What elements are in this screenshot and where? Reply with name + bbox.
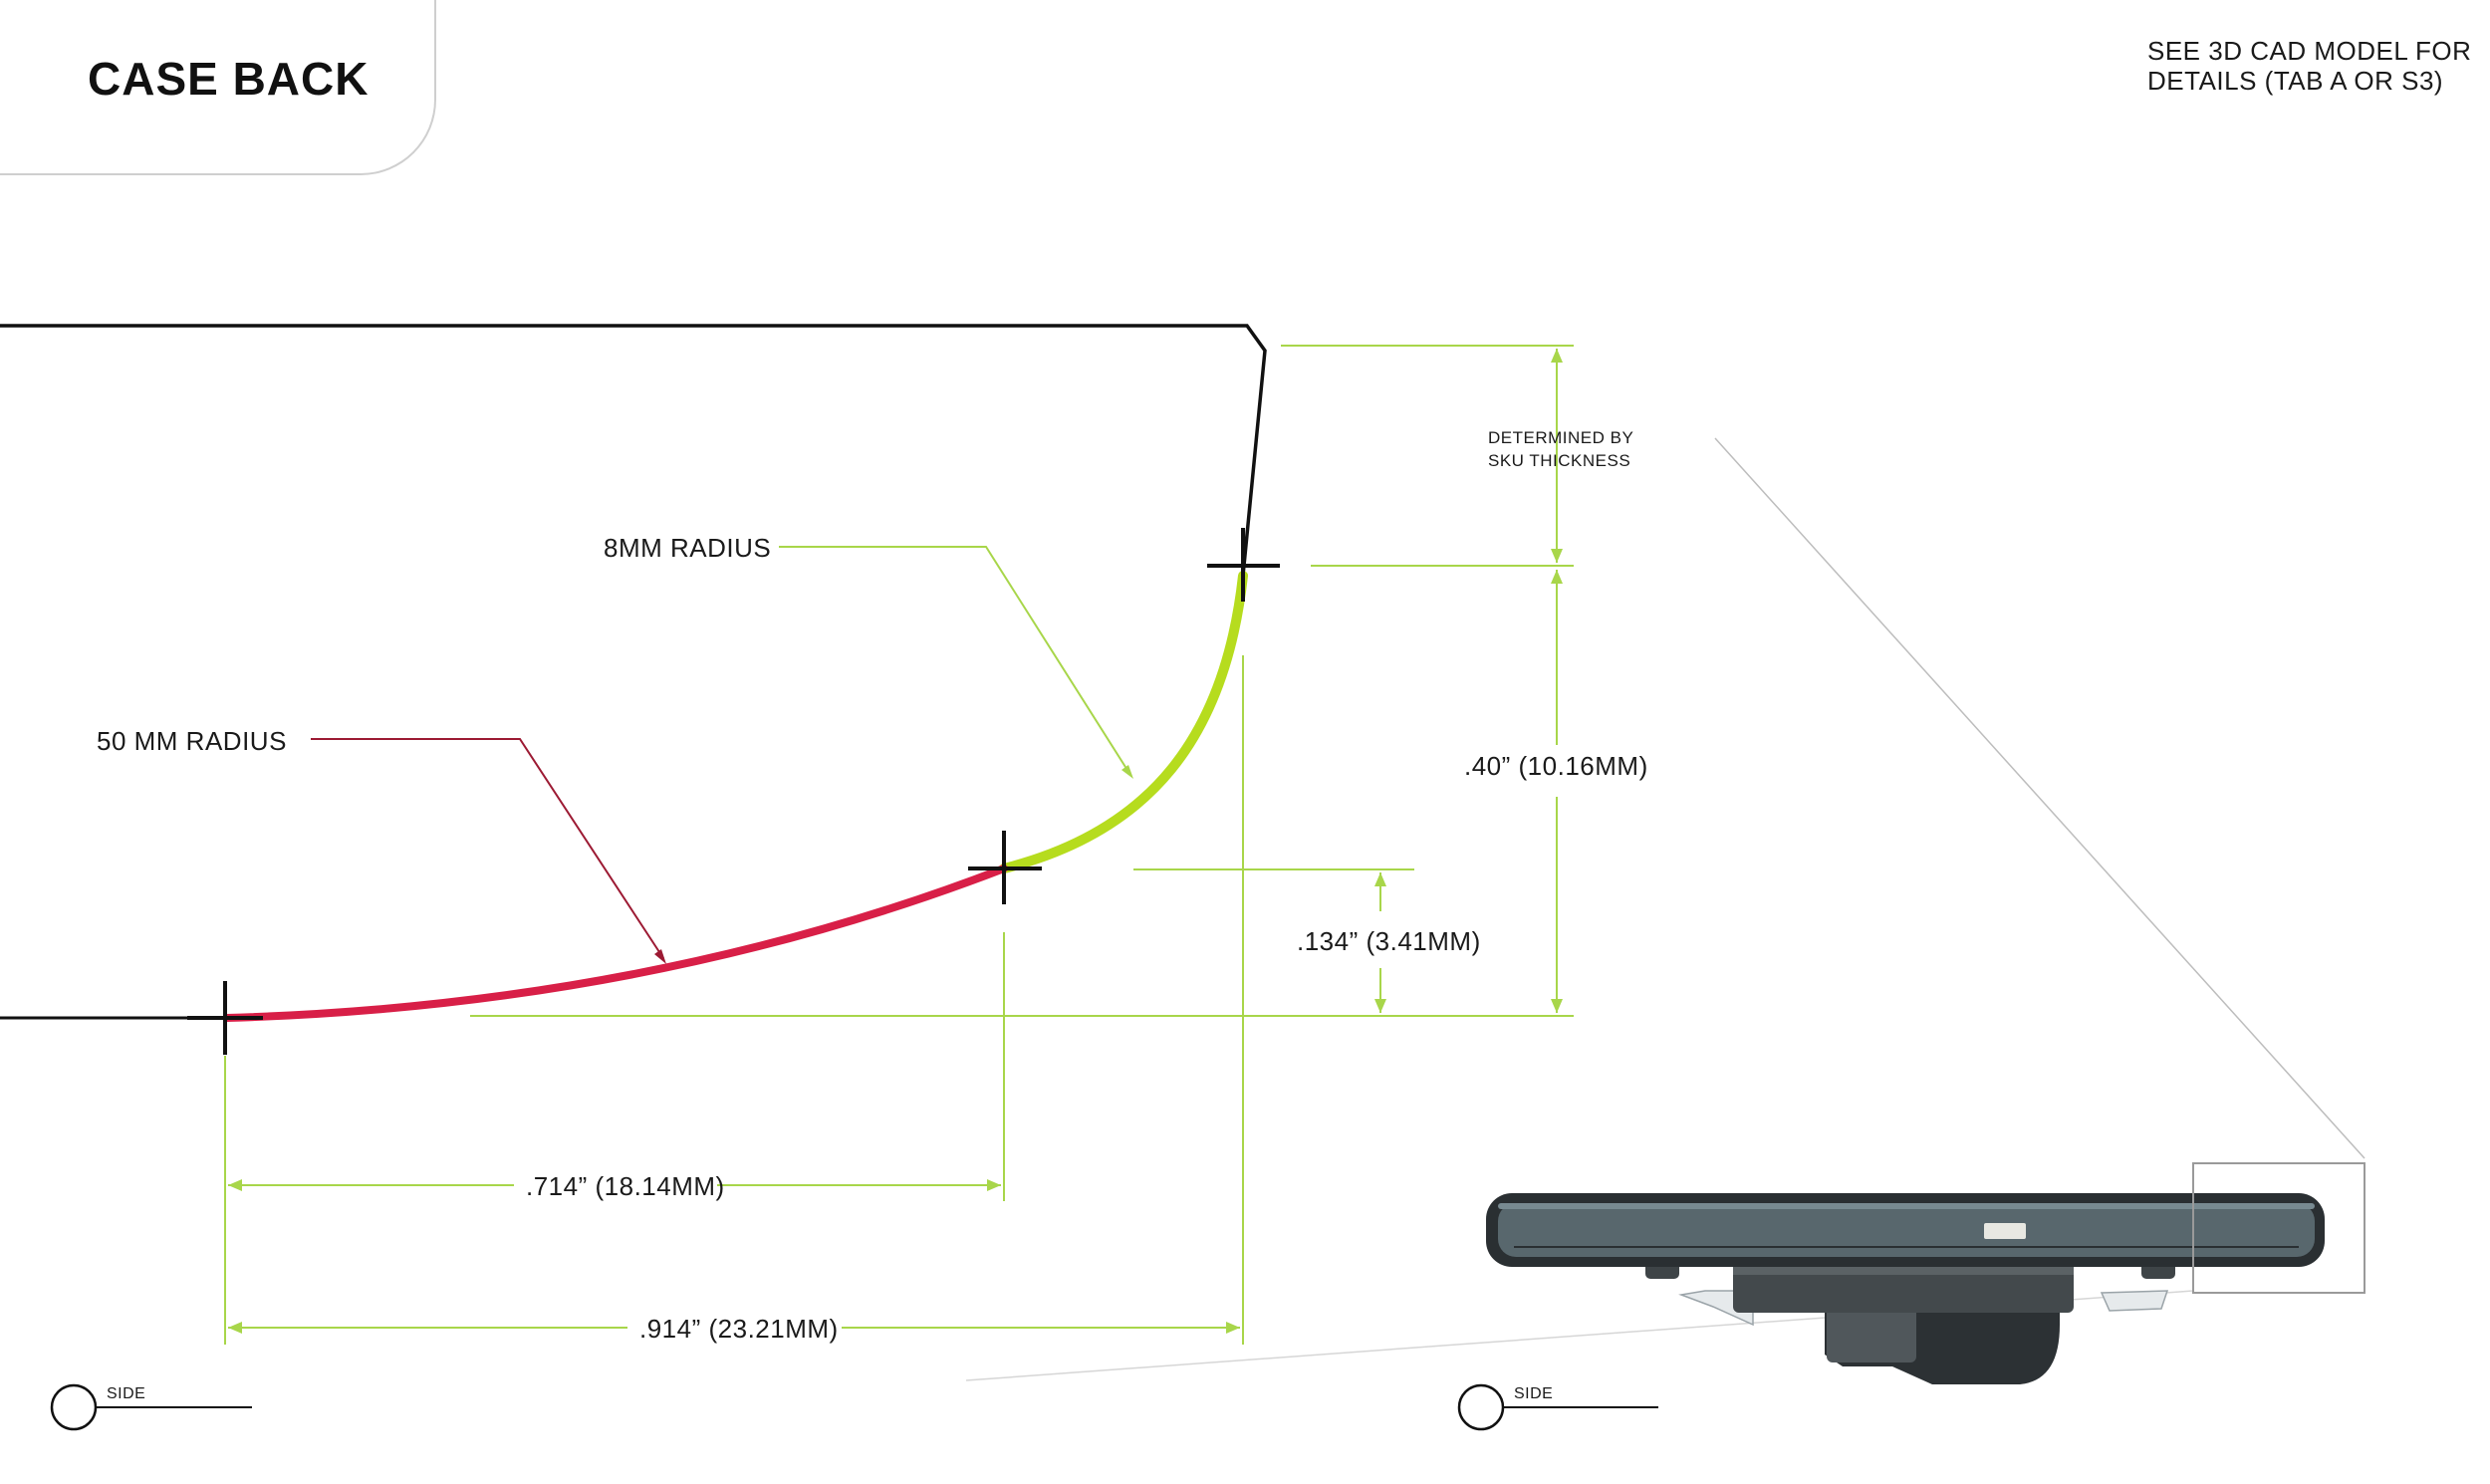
view-tag-left bbox=[50, 1383, 252, 1431]
title-tab bbox=[0, 0, 436, 175]
large-radius-arc bbox=[223, 865, 1008, 1022]
dim-width-inner bbox=[228, 1179, 1001, 1191]
small-radius-leader-arrow bbox=[1121, 765, 1133, 779]
tangent-point-marker-bottom bbox=[187, 981, 263, 1055]
dim-height-mid-label: .134” (3.41MM) bbox=[1297, 926, 1481, 956]
view-label-right: SIDE bbox=[1514, 1385, 1554, 1402]
small-radius-label: 8MM RADIUS bbox=[604, 533, 772, 563]
dim-height-mid bbox=[1374, 872, 1386, 1013]
dim-width-outer bbox=[228, 1322, 1240, 1334]
sku-thickness-label: DETERMINED BY SKU THICKNESS bbox=[1488, 426, 1633, 472]
sku-thickness-label-line-1: DETERMINED BY bbox=[1488, 428, 1634, 447]
dim-height-total bbox=[1551, 570, 1563, 1013]
tangent-point-marker-top bbox=[1207, 528, 1280, 602]
cad-note: SEE 3D CAD MODEL FOR DETAILS (TAB A OR S… bbox=[2147, 36, 2476, 96]
large-radius-leader-arrow bbox=[654, 949, 666, 964]
tangent-point-marker-mid bbox=[968, 831, 1042, 904]
view-tag-right bbox=[1457, 1383, 1658, 1431]
view-label-left: SIDE bbox=[107, 1385, 146, 1402]
dim-sku-thickness bbox=[1551, 349, 1563, 563]
large-radius-label: 50 MM RADIUS bbox=[97, 726, 287, 756]
product-side-render bbox=[1486, 1193, 2325, 1384]
dim-height-total-label: .40” (10.16MM) bbox=[1464, 751, 1648, 781]
detail-projection-line-top bbox=[1714, 437, 2366, 1159]
cad-note-line-1: SEE 3D CAD MODEL FOR bbox=[2147, 36, 2472, 66]
detail-frame bbox=[2192, 1162, 2366, 1294]
sku-thickness-label-line-2: SKU THICKNESS bbox=[1488, 451, 1631, 470]
extension-lines bbox=[224, 345, 1574, 1345]
large-radius-leader bbox=[311, 738, 664, 959]
page-title: CASE BACK bbox=[88, 53, 370, 105]
dim-width-outer-label: .914” (23.21MM) bbox=[639, 1314, 839, 1344]
dim-width-inner-label: .714” (18.14MM) bbox=[526, 1171, 725, 1201]
small-radius-arc bbox=[999, 571, 1248, 873]
cad-note-line-2: DETAILS (TAB A OR S3) bbox=[2147, 66, 2444, 96]
small-radius-leader bbox=[779, 546, 1131, 776]
case-outline bbox=[0, 324, 1267, 577]
